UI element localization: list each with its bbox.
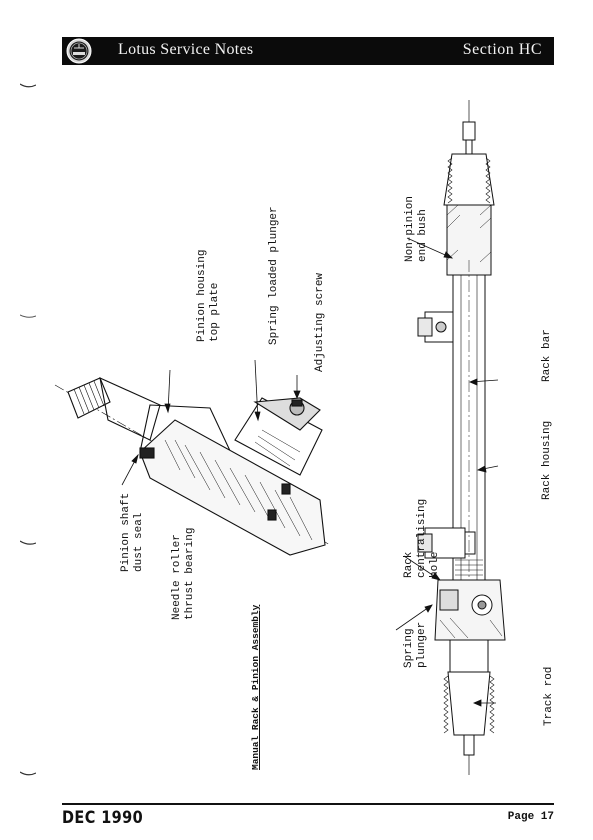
- rack-assembly-drawing: [417, 100, 506, 775]
- binder-mark: [20, 540, 36, 545]
- label-track-rod: Track rod: [543, 666, 555, 726]
- footer-date: DEC 1990: [62, 808, 144, 828]
- binder-mark: [20, 314, 36, 318]
- page-number: Page 17: [507, 811, 554, 823]
- label-rack-bar: Rack bar: [541, 329, 553, 382]
- rack-leader-lines: [395, 237, 499, 707]
- lotus-logo-icon: [66, 38, 92, 64]
- header-title: Lotus Service Notes: [118, 41, 254, 58]
- label-adjusting-screw: Adjusting screw: [314, 272, 326, 372]
- pinion-leader-lines: [121, 359, 301, 486]
- figure-caption: Manual Rack & Pinion Assembly: [250, 604, 261, 770]
- footer-rule: [62, 803, 554, 805]
- header-bar: Lotus Service Notes Section HC: [62, 37, 554, 65]
- pinion-assembly-drawing: [54, 377, 331, 556]
- binder-mark: [20, 771, 36, 776]
- binder-mark: [20, 83, 36, 88]
- label-rack-housing: Rack housing: [541, 420, 553, 500]
- section-label: Section HC: [462, 41, 542, 58]
